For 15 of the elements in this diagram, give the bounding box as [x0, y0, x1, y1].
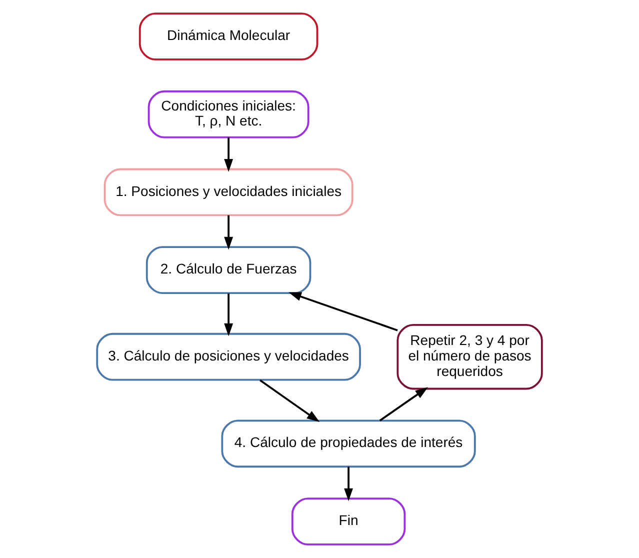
node-box: Fin: [291, 498, 406, 546]
node-box: 2. Cálculo de Fuerzas: [146, 246, 312, 294]
arrow: [224, 293, 234, 336]
arrow: [224, 215, 234, 250]
node-box: Repetir 2, 3 y 4 por el número de pasos requeridos: [396, 324, 543, 390]
arrow: [344, 466, 354, 502]
arrow: [260, 379, 320, 422]
node-box: Dinámica Molecular: [138, 12, 318, 60]
node-box: 1. Posiciones y velocidades iniciales: [104, 168, 354, 216]
node-box: Condiciones iniciales: T, ρ, N etc.: [148, 90, 310, 138]
arrow: [224, 137, 234, 172]
node-box: 3. Cálculo de posiciones y velocidades: [96, 332, 361, 381]
arrow: [379, 387, 428, 422]
node-box: 4. Cálculo de propiedades de interés: [221, 420, 476, 468]
arrow: [288, 292, 398, 332]
